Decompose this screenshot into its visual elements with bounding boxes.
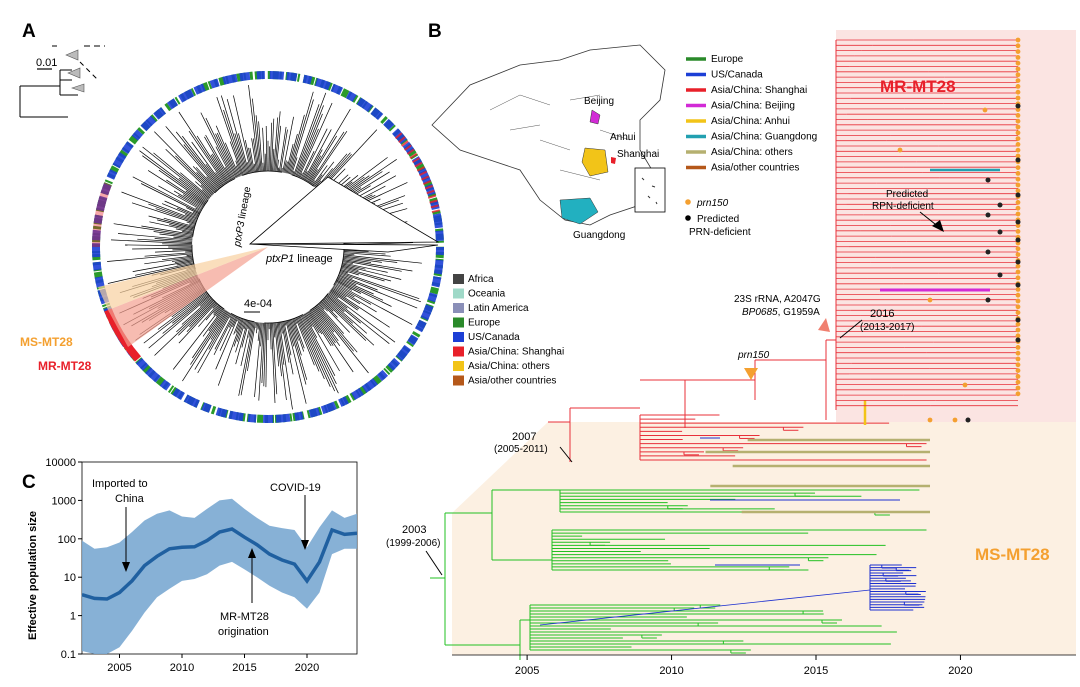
legend-b-label: Asia/China: Guangdong: [711, 132, 817, 143]
legend-a-swatch: [453, 361, 464, 371]
inner-scale-label: 4e-04: [244, 298, 272, 310]
legend-b-label: Asia/China: others: [711, 147, 793, 158]
node-2016: 2016: [870, 308, 894, 320]
rrna-marker: [818, 318, 830, 332]
legend-b-label: Asia/China: Anhui: [711, 116, 790, 127]
panel-b-label: B: [428, 21, 442, 42]
ann-imported-2: China: [115, 493, 145, 505]
legend-prn150: prn150: [696, 198, 729, 209]
legend-a-label: Latin America: [468, 303, 529, 314]
map-guangdong: Guangdong: [573, 230, 625, 241]
legend-a-swatch: [453, 375, 464, 386]
legend-a-swatch: [453, 274, 464, 284]
y-tick-label: 10: [64, 572, 76, 584]
legend-b-label: Asia/China: Shanghai: [711, 85, 807, 96]
x-tick-label: 2020: [295, 662, 319, 674]
y-axis-ticks: 10000 1000 100 10 1 0.1: [45, 457, 82, 661]
mr-mt28-label-a: MR-MT28: [38, 359, 92, 373]
legend-a-swatch: [453, 288, 464, 299]
time-tick-label: 2015: [804, 665, 828, 677]
legend-a-label: Africa: [468, 274, 494, 285]
ne-confidence-band: [82, 498, 357, 654]
ann-mr-1: MR-MT28: [220, 611, 269, 623]
rrna-1: 23S rRNA, A2047G: [734, 294, 821, 305]
legend-a-swatch: [453, 346, 464, 357]
panel-c-label: C: [22, 472, 36, 493]
legend-prn-def-2: PRN-deficient: [689, 227, 751, 238]
prn-deficient-dot: [685, 215, 691, 221]
legend-b-label: Asia/China: Beijing: [711, 101, 795, 112]
node-2007-ci: (2005-2011): [494, 444, 548, 455]
map-anhui: Anhui: [610, 132, 636, 143]
mr-mt28-title: MR-MT28: [880, 77, 956, 96]
map-shanghai: Shanghai: [617, 149, 659, 160]
y-tick-label: 1: [70, 611, 76, 623]
y-tick-label: 10000: [45, 457, 76, 469]
x-axis-ticks: 2005 2010 2015 2020: [107, 654, 319, 674]
node-2016-ci: (2013-2017): [860, 322, 914, 333]
inset-tree: 0.01: [19, 45, 105, 118]
time-tick-label: 2005: [515, 665, 539, 677]
x-tick-label: 2015: [232, 662, 256, 674]
legend-a-swatch: [453, 317, 464, 328]
ptxp3-label: ptxP3 lineage: [232, 185, 254, 248]
prn150-dot: [685, 199, 691, 205]
x-tick-label: 2010: [170, 662, 194, 674]
ne-median-line: [81, 527, 358, 601]
x-tick-label: 2005: [107, 662, 131, 674]
time-axis-ticks: 2005 2010 2015 2020: [515, 655, 973, 677]
ann-imported-1: Imported to: [92, 478, 148, 490]
legend-a-label: US/Canada: [468, 332, 520, 343]
legend-a-label: Asia/China: others: [468, 361, 550, 372]
y-tick-label: 1000: [52, 495, 76, 507]
node-2003-ci: (1999-2006): [386, 538, 440, 549]
legend-b-label: Europe: [711, 54, 744, 65]
node-2007: 2007: [512, 431, 536, 443]
legend-a-label: Asia/China: Shanghai: [468, 347, 564, 358]
legend-b-label: Asia/other countries: [711, 163, 799, 174]
legend-prn-def-1: Predicted: [697, 214, 739, 225]
y-tick-label: 100: [58, 534, 76, 546]
ann-mr-2: origination: [218, 626, 269, 638]
time-tree: [430, 37, 1021, 660]
node-2003: 2003: [402, 524, 426, 536]
map-beijing: Beijing: [584, 96, 614, 107]
time-tick-label: 2010: [659, 665, 683, 677]
ann-covid: COVID-19: [270, 482, 321, 494]
rpn-2: RPN-deficient: [872, 201, 934, 212]
rpn-1: Predicted: [886, 189, 928, 200]
ptxp1-label: ptxP1 lineage: [265, 253, 333, 265]
legend-b-label: US/Canada: [711, 70, 763, 81]
ms-mt28-label-a: MS-MT28: [20, 335, 73, 349]
legend-a-swatch: [453, 332, 464, 342]
prn150-marker: [744, 368, 758, 380]
legend-a-label: Asia/other countries: [468, 376, 556, 387]
time-tick-label: 2020: [948, 665, 972, 677]
prn150-arrow-label: prn150: [737, 350, 770, 361]
mr-mt28-shade: [836, 30, 1076, 422]
y-axis-label: Effective population size: [27, 511, 39, 640]
legend-a-swatch: [453, 303, 464, 313]
inset-scale-label: 0.01: [36, 57, 57, 69]
circular-tree: [92, 71, 444, 423]
legend-a-label: Europe: [468, 318, 501, 329]
y-tick-label: 0.1: [61, 649, 76, 661]
panel-a-label: A: [22, 21, 36, 42]
rrna-2: BP0685, G1959A: [742, 307, 820, 318]
legend-a-label: Oceania: [468, 289, 506, 300]
ms-mt28-title: MS-MT28: [975, 545, 1050, 564]
china-map: [431, 44, 666, 226]
panel-c-chart: 10000 1000 100 10 1 0.1 2005 2010 2015 2020: [45, 457, 358, 674]
